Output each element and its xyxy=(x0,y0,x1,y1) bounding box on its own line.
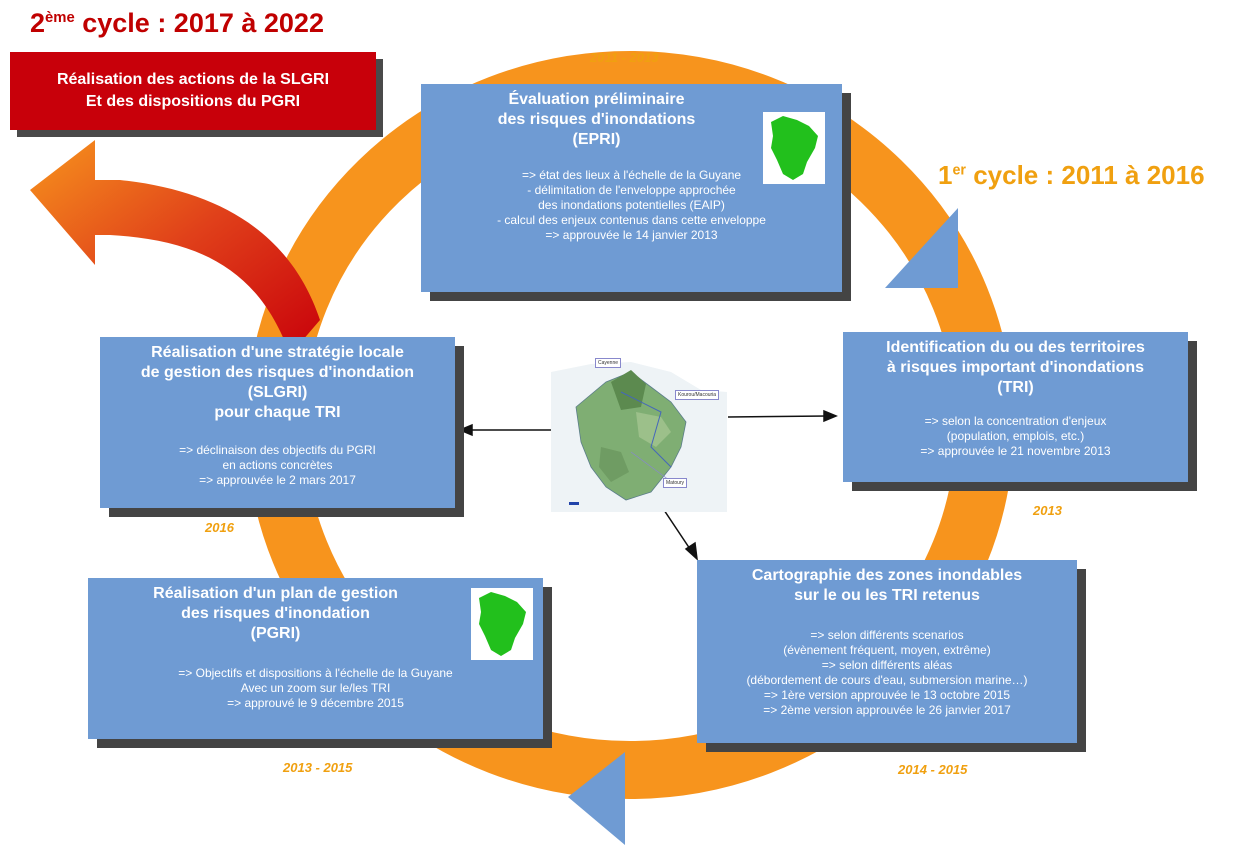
actions-line: Réalisation des actions de la SLGRI xyxy=(56,71,330,88)
title-line: Réalisation d'un plan de gestion xyxy=(153,585,398,602)
cycle1-title: 1er cycle : 2011 à 2016 xyxy=(938,160,1205,190)
pgri-title: Réalisation d'un plan de gestion des ris… xyxy=(96,584,535,644)
title-line: (PGRI) xyxy=(250,625,301,642)
title-line: de gestion des risques d'inondation xyxy=(140,364,415,381)
title-line: sur le ou les TRI retenus xyxy=(794,587,980,604)
body-line: => approuvée le 14 janvier 2013 xyxy=(545,228,718,242)
arrowhead-bottom xyxy=(568,752,625,845)
arrow-to-carto xyxy=(661,506,693,553)
title-line: à risques important d'inondations xyxy=(886,359,1145,376)
body-line: Avec un zoom sur le/les TRI xyxy=(240,681,391,695)
body-line: => selon différents aléas xyxy=(821,658,953,672)
body-line: => Objectifs et dispositions à l'échelle… xyxy=(178,666,453,680)
slgri-body: => déclinaison des objectifs du PGRI en … xyxy=(108,443,447,488)
body-line: - calcul des enjeux contenus dans cette … xyxy=(497,213,766,227)
body-line: => selon la concentration d'enjeux xyxy=(924,414,1107,428)
arrow-to-tri xyxy=(727,415,829,418)
title-line: (SLGRI) xyxy=(247,384,308,401)
map-label-matoury: Matoury xyxy=(663,478,688,488)
title-line: Cartographie des zones inondables xyxy=(751,567,1023,584)
guyane-map-icon xyxy=(471,588,533,660)
carto-title: Cartographie des zones inondables sur le… xyxy=(705,566,1069,606)
tri-territory-map: Cayenne Kourou/Macouria Matoury xyxy=(551,352,727,512)
epri-year: 2011 - 2013 xyxy=(590,50,659,65)
tri-year: 2013 xyxy=(1033,503,1062,518)
guyane-map-icon xyxy=(763,112,825,184)
title-line: Évaluation préliminaire xyxy=(508,91,685,108)
body-line: => 2ème version approuvée le 26 janvier … xyxy=(763,703,1011,717)
slgri-year: 2016 xyxy=(205,520,234,535)
cycle2-title: 2ème cycle : 2017 à 2022 xyxy=(30,8,324,38)
body-line: (débordement de cours d'eau, submersion … xyxy=(746,673,1028,687)
actions-box: Réalisation des actions de la SLGRI Et d… xyxy=(10,52,376,130)
slgri-title: Réalisation d'une stratégie locale de ge… xyxy=(108,343,447,423)
title-line: des risques d'inondations xyxy=(497,111,696,128)
red-exit-arrow xyxy=(30,140,320,355)
body-line: des inondations potentielles (EAIP) xyxy=(538,198,725,212)
title-line: Réalisation d'une stratégie locale xyxy=(151,344,404,361)
carto-year: 2014 - 2015 xyxy=(898,762,968,777)
body-line: en actions concrètes xyxy=(222,458,333,472)
body-line: (population, emplois, etc.) xyxy=(946,429,1085,443)
epri-body: => état des lieux à l'échelle de la Guya… xyxy=(429,168,834,243)
actions-line: Et des dispositions du PGRI xyxy=(85,93,301,110)
pgri-year: 2013 - 2015 xyxy=(283,760,353,775)
pgri-box: Réalisation d'un plan de gestion des ris… xyxy=(88,578,543,739)
map-label-cayenne: Cayenne xyxy=(595,358,622,368)
title-line: pour chaque TRI xyxy=(214,404,341,421)
title-line: (EPRI) xyxy=(572,131,621,148)
body-line: => déclinaison des objectifs du PGRI xyxy=(179,443,376,457)
tri-body: => selon la concentration d'enjeux (popu… xyxy=(851,414,1180,459)
slgri-box: Réalisation d'une stratégie locale de ge… xyxy=(100,337,455,508)
epri-box: Évaluation préliminaire des risques d'in… xyxy=(421,84,842,292)
body-line: => approuvée le 2 mars 2017 xyxy=(199,473,356,487)
arrowhead-top-right xyxy=(885,208,958,288)
territory-map-graphic xyxy=(551,352,727,505)
carto-body: => selon différents scenarios (évènement… xyxy=(705,628,1069,718)
pgri-body: => Objectifs et dispositions à l'échelle… xyxy=(96,666,535,711)
carto-box: Cartographie des zones inondables sur le… xyxy=(697,560,1077,743)
title-line: Identification du ou des territoires xyxy=(886,339,1145,356)
body-line: (évènement fréquent, moyen, extrême) xyxy=(783,643,991,657)
body-line: => approuvé le 9 décembre 2015 xyxy=(227,696,404,710)
tri-title: Identification du ou des territoires à r… xyxy=(851,338,1180,398)
body-line: => état des lieux à l'échelle de la Guya… xyxy=(521,168,742,182)
map-label-kourou-macouria: Kourou/Macouria xyxy=(675,390,720,400)
body-line: => 1ère version approuvée le 13 octobre … xyxy=(763,688,1011,702)
epri-title: Évaluation préliminaire des risques d'in… xyxy=(429,90,834,150)
tri-box: Identification du ou des territoires à r… xyxy=(843,332,1188,482)
body-line: => selon différents scenarios xyxy=(810,628,964,642)
title-line: (TRI) xyxy=(997,379,1034,396)
body-line: => approuvée le 21 novembre 2013 xyxy=(920,444,1111,458)
title-line: des risques d'inondation xyxy=(181,605,370,622)
body-line: - délimitation de l'enveloppe approchée xyxy=(527,183,736,197)
